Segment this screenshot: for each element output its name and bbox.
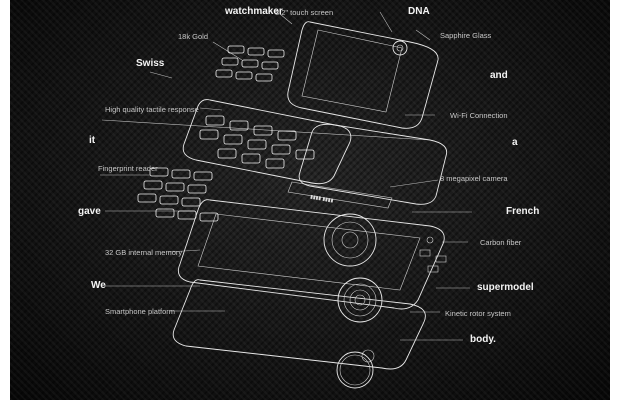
label-fingerprint: Fingerprint reader — [98, 164, 158, 173]
exploded-phone-diagram: ▮▮▮▮ ▮▮▮▮ — [10, 0, 610, 400]
word-supermodel: supermodel — [477, 282, 534, 293]
dna-logo-icon — [392, 40, 408, 56]
word-swiss: Swiss — [136, 58, 165, 69]
kinetic-rotor-back-plate — [172, 277, 426, 370]
label-carbon: Carbon fiber — [480, 238, 522, 247]
word-watchmaker: watchmaker — [225, 6, 283, 17]
word-body: body. — [470, 334, 496, 345]
label-platform: Smartphone platform — [105, 307, 176, 316]
word-it: it — [89, 135, 96, 146]
fingerprint-reader-keys — [137, 167, 219, 222]
svg-text:▮▮▮▮ ▮▮▮▮: ▮▮▮▮ ▮▮▮▮ — [310, 194, 334, 204]
label-wifi: Wi-Fi Connection — [450, 111, 508, 120]
label-tactile: High quality tactile response — [105, 105, 199, 114]
word-we: We — [91, 280, 106, 291]
upper-housing-layer: ▮▮▮▮ ▮▮▮▮ — [287, 123, 448, 209]
label-touch-screen: 3.2" touch screen — [275, 8, 334, 17]
label-camera: 8 megapixel camera — [440, 174, 508, 183]
word-french: French — [506, 206, 540, 217]
label-gold: 18k Gold — [178, 32, 209, 41]
touch-screen-glass-layer — [287, 21, 439, 129]
word-and: and — [490, 70, 508, 81]
word-dna: DNA — [408, 6, 430, 17]
keypad-frame-layer — [182, 99, 352, 185]
rotor-ring — [336, 351, 374, 389]
word-a: a — [512, 137, 518, 148]
main-chassis-layer — [177, 199, 447, 310]
label-rotor: Kinetic rotor system — [445, 309, 511, 318]
label-memory: 32 GB internal memory — [105, 248, 183, 257]
label-sapphire-glass: Sapphire Glass — [440, 31, 492, 40]
gold-keys-cluster — [215, 45, 285, 82]
exploded-view-drawing: ▮▮▮▮ ▮▮▮▮ — [100, 11, 472, 389]
word-gave: gave — [78, 206, 101, 217]
